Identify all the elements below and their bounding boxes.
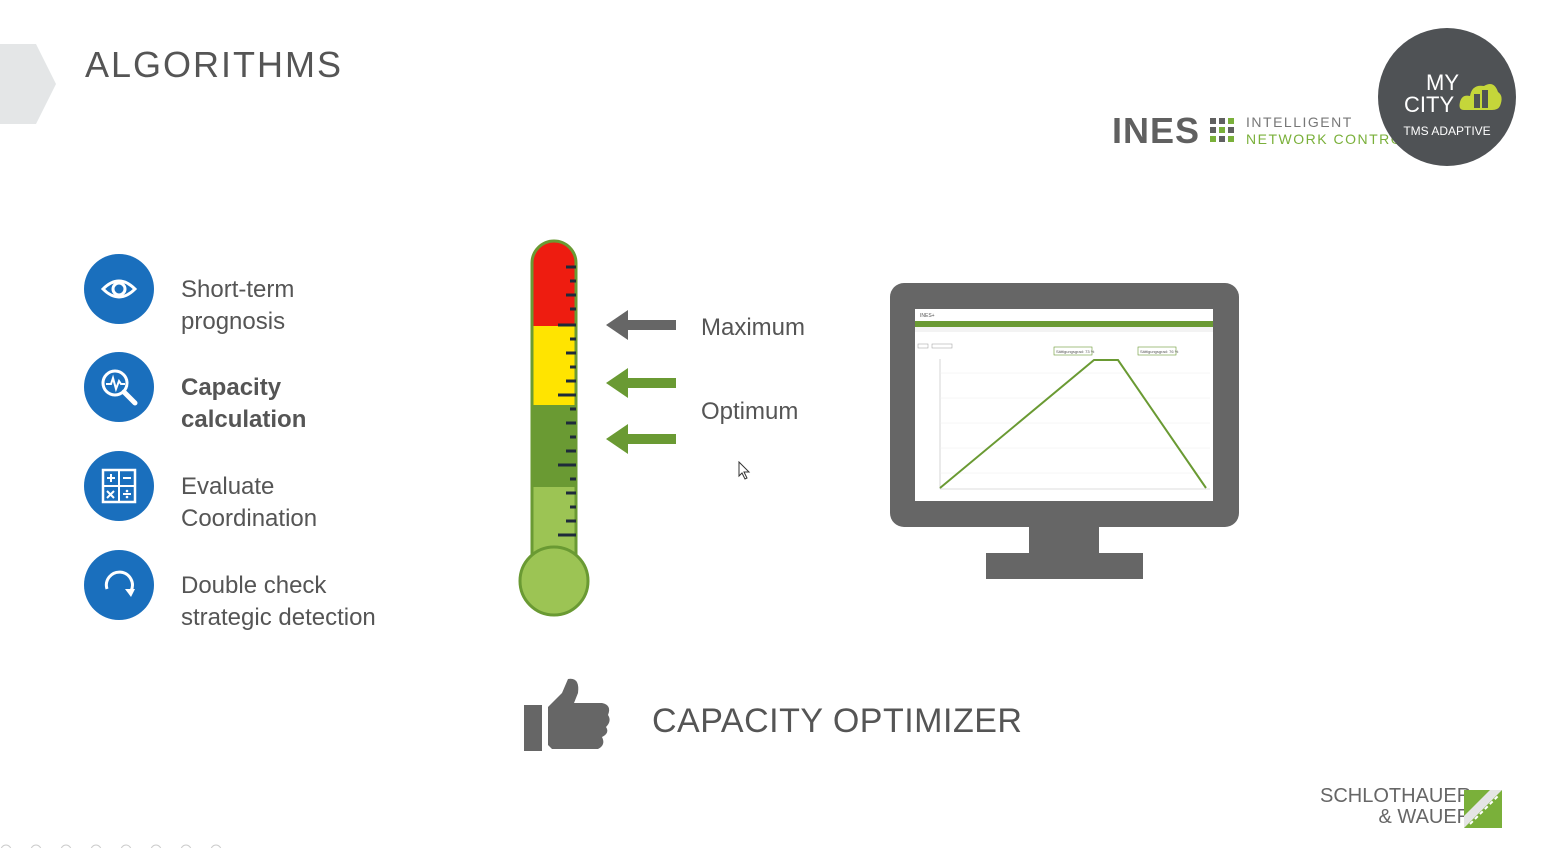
- ines-grid-icon: [1210, 118, 1235, 142]
- feature-item: Double check strategic detection: [84, 550, 376, 631]
- feature-label-line2: Coordination: [181, 505, 318, 532]
- screen-app-name: INES+: [920, 313, 935, 319]
- feature-label: Capacity calculation: [181, 372, 421, 436]
- optimum-label: Optimum: [701, 398, 799, 425]
- capacity-optimizer-label: CAPACITY OPTIMIZER: [652, 702, 1023, 740]
- optimum-upper-arrow-icon: [606, 368, 676, 398]
- mycity-line1: MY: [1426, 70, 1459, 95]
- screen-chart-line: [939, 359, 1207, 489]
- mycity-subtitle: TMS ADAPTIVE: [1403, 124, 1491, 138]
- feature-label-line2: prognosis: [181, 308, 286, 335]
- ines-subtitle: INTELLIGENT NETWORK CONTROL: [1246, 114, 1412, 148]
- ines-logo: INES INTELLIGENT NETWORK CONTROL: [1112, 110, 1412, 152]
- feature-label-line1: Evaluate: [181, 473, 275, 500]
- feature-label-line2: strategic detection: [181, 604, 376, 631]
- feature-item: Evaluate Coordination: [84, 451, 317, 532]
- schlothauer-wauer-logo: SCHLOTHAUER & WAUER: [1320, 786, 1471, 828]
- page-title: ALGORITHMS: [85, 44, 344, 85]
- sw-logo-line1: SCHLOTHAUER: [1320, 785, 1472, 807]
- eye-icon: [84, 254, 154, 324]
- sw-logo-line2: & WAUER: [1378, 806, 1472, 828]
- thermometer-red-zone: [532, 241, 576, 326]
- monitor-graphic: INES+ Sättigungsgrad: 73 % Sättigungsgra…: [890, 283, 1239, 579]
- maximum-arrow-icon: [606, 310, 676, 340]
- feature-label: Short-term prognosis: [181, 274, 421, 338]
- feature-label-line1: Capacity: [181, 374, 282, 401]
- screen-tooltip-1: Sättigungsgrad: 73 %: [1056, 349, 1095, 354]
- feature-label: Double check strategic detection: [181, 570, 421, 634]
- calculator-icon: [84, 451, 154, 521]
- road-logo-icon: [1464, 790, 1502, 828]
- mouse-cursor-icon: [738, 461, 751, 480]
- magnifier-pulse-icon: [84, 352, 154, 422]
- ines-subtitle-line1: INTELLIGENT: [1246, 114, 1353, 130]
- slide-nav-dots: [0, 844, 222, 848]
- ines-wordmark: INES: [1112, 110, 1201, 151]
- thumbs-up-icon: [524, 678, 610, 751]
- screen-tooltip-2: Sättigungsgrad: 76 %: [1140, 349, 1179, 354]
- thermometer-bulb: [518, 545, 590, 617]
- maximum-label: Maximum: [701, 314, 806, 341]
- thermometer-dark-green-zone: [532, 405, 576, 487]
- capacity-thermometer: [518, 239, 590, 617]
- city-cloud-icon: [1459, 84, 1502, 110]
- feature-label-line2: calculation: [181, 406, 307, 433]
- feature-label-line1: Short-term: [181, 276, 295, 303]
- ines-subtitle-line2: NETWORK CONTROL: [1246, 131, 1413, 147]
- thermometer-scale: [558, 265, 576, 537]
- slide-tab-arrow: [0, 44, 56, 124]
- mycity-badge: MY CITY TMS ADAPTIVE: [1378, 28, 1516, 166]
- refresh-arrow-icon: [84, 550, 154, 620]
- feature-item: Capacity calculation: [84, 352, 306, 433]
- feature-label-line1: Double check: [181, 572, 327, 599]
- mycity-line2: CITY: [1404, 92, 1455, 117]
- thermometer-yellow-zone: [532, 326, 576, 405]
- feature-item: Short-term prognosis: [84, 254, 294, 335]
- feature-label: Evaluate Coordination: [181, 471, 421, 535]
- optimum-lower-arrow-icon: [606, 424, 676, 454]
